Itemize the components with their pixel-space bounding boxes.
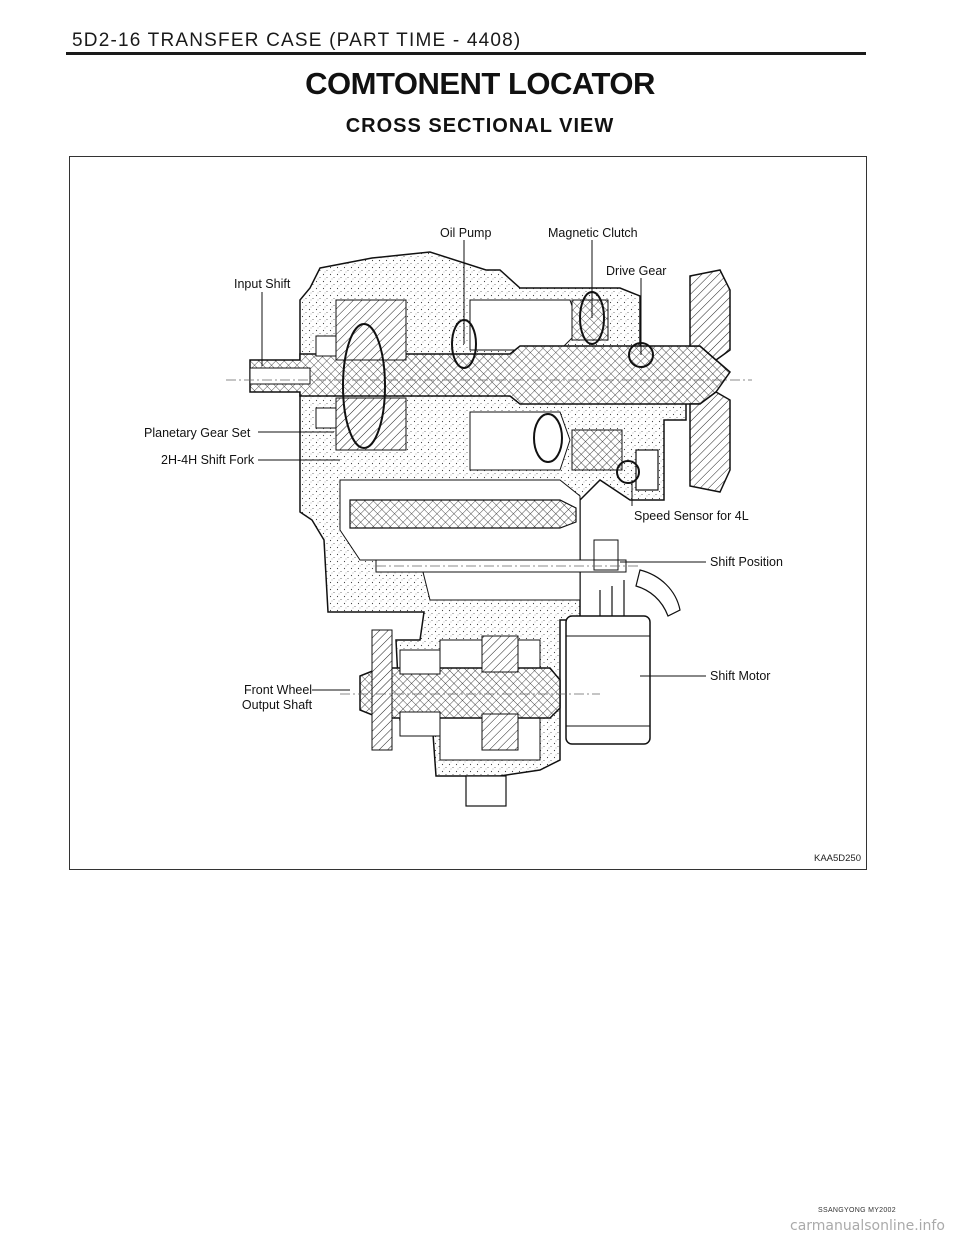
callout-speed-sensor: Speed Sensor for 4L (634, 509, 749, 523)
callout-front-wheel-line2: Output Shaft (241, 698, 313, 712)
callout-front-wheel-line1: Front Wheel (244, 683, 313, 697)
cross-section-diagram (226, 240, 752, 807)
callout-oil-pump: Oil Pump (440, 226, 492, 240)
page-title: COMTONENT LOCATOR (305, 66, 655, 101)
figure-code: KAA5D250 (814, 853, 862, 864)
watermark: carmanualsonline.info (790, 1218, 945, 1234)
callout-magnetic-clutch: Magnetic Clutch (548, 226, 638, 240)
shift-rail (349, 499, 577, 529)
callout-shift-fork: 2H-4H Shift Fork (161, 453, 255, 467)
callout-front-wheel-output-shaft: Front Wheel Output Shaft (236, 683, 312, 713)
callout-drive-gear: Drive Gear (606, 264, 667, 278)
footer-model: SSANGYONG MY2002 (818, 1207, 896, 1214)
callout-shift-position: Shift Position (710, 555, 783, 569)
output-flange (689, 269, 731, 361)
callout-input-shaft: Input Shift (234, 277, 291, 291)
figure-frame (69, 156, 867, 870)
section-header: 5D2-16 TRANSFER CASE (PART TIME - 4408) (72, 30, 522, 51)
page-subtitle: CROSS SECTIONAL VIEW (345, 115, 615, 137)
header-rule (66, 52, 866, 55)
callout-shift-motor: Shift Motor (710, 669, 771, 683)
shift-motor-body (565, 615, 651, 745)
callout-planetary-gear-set: Planetary Gear Set (144, 426, 251, 440)
